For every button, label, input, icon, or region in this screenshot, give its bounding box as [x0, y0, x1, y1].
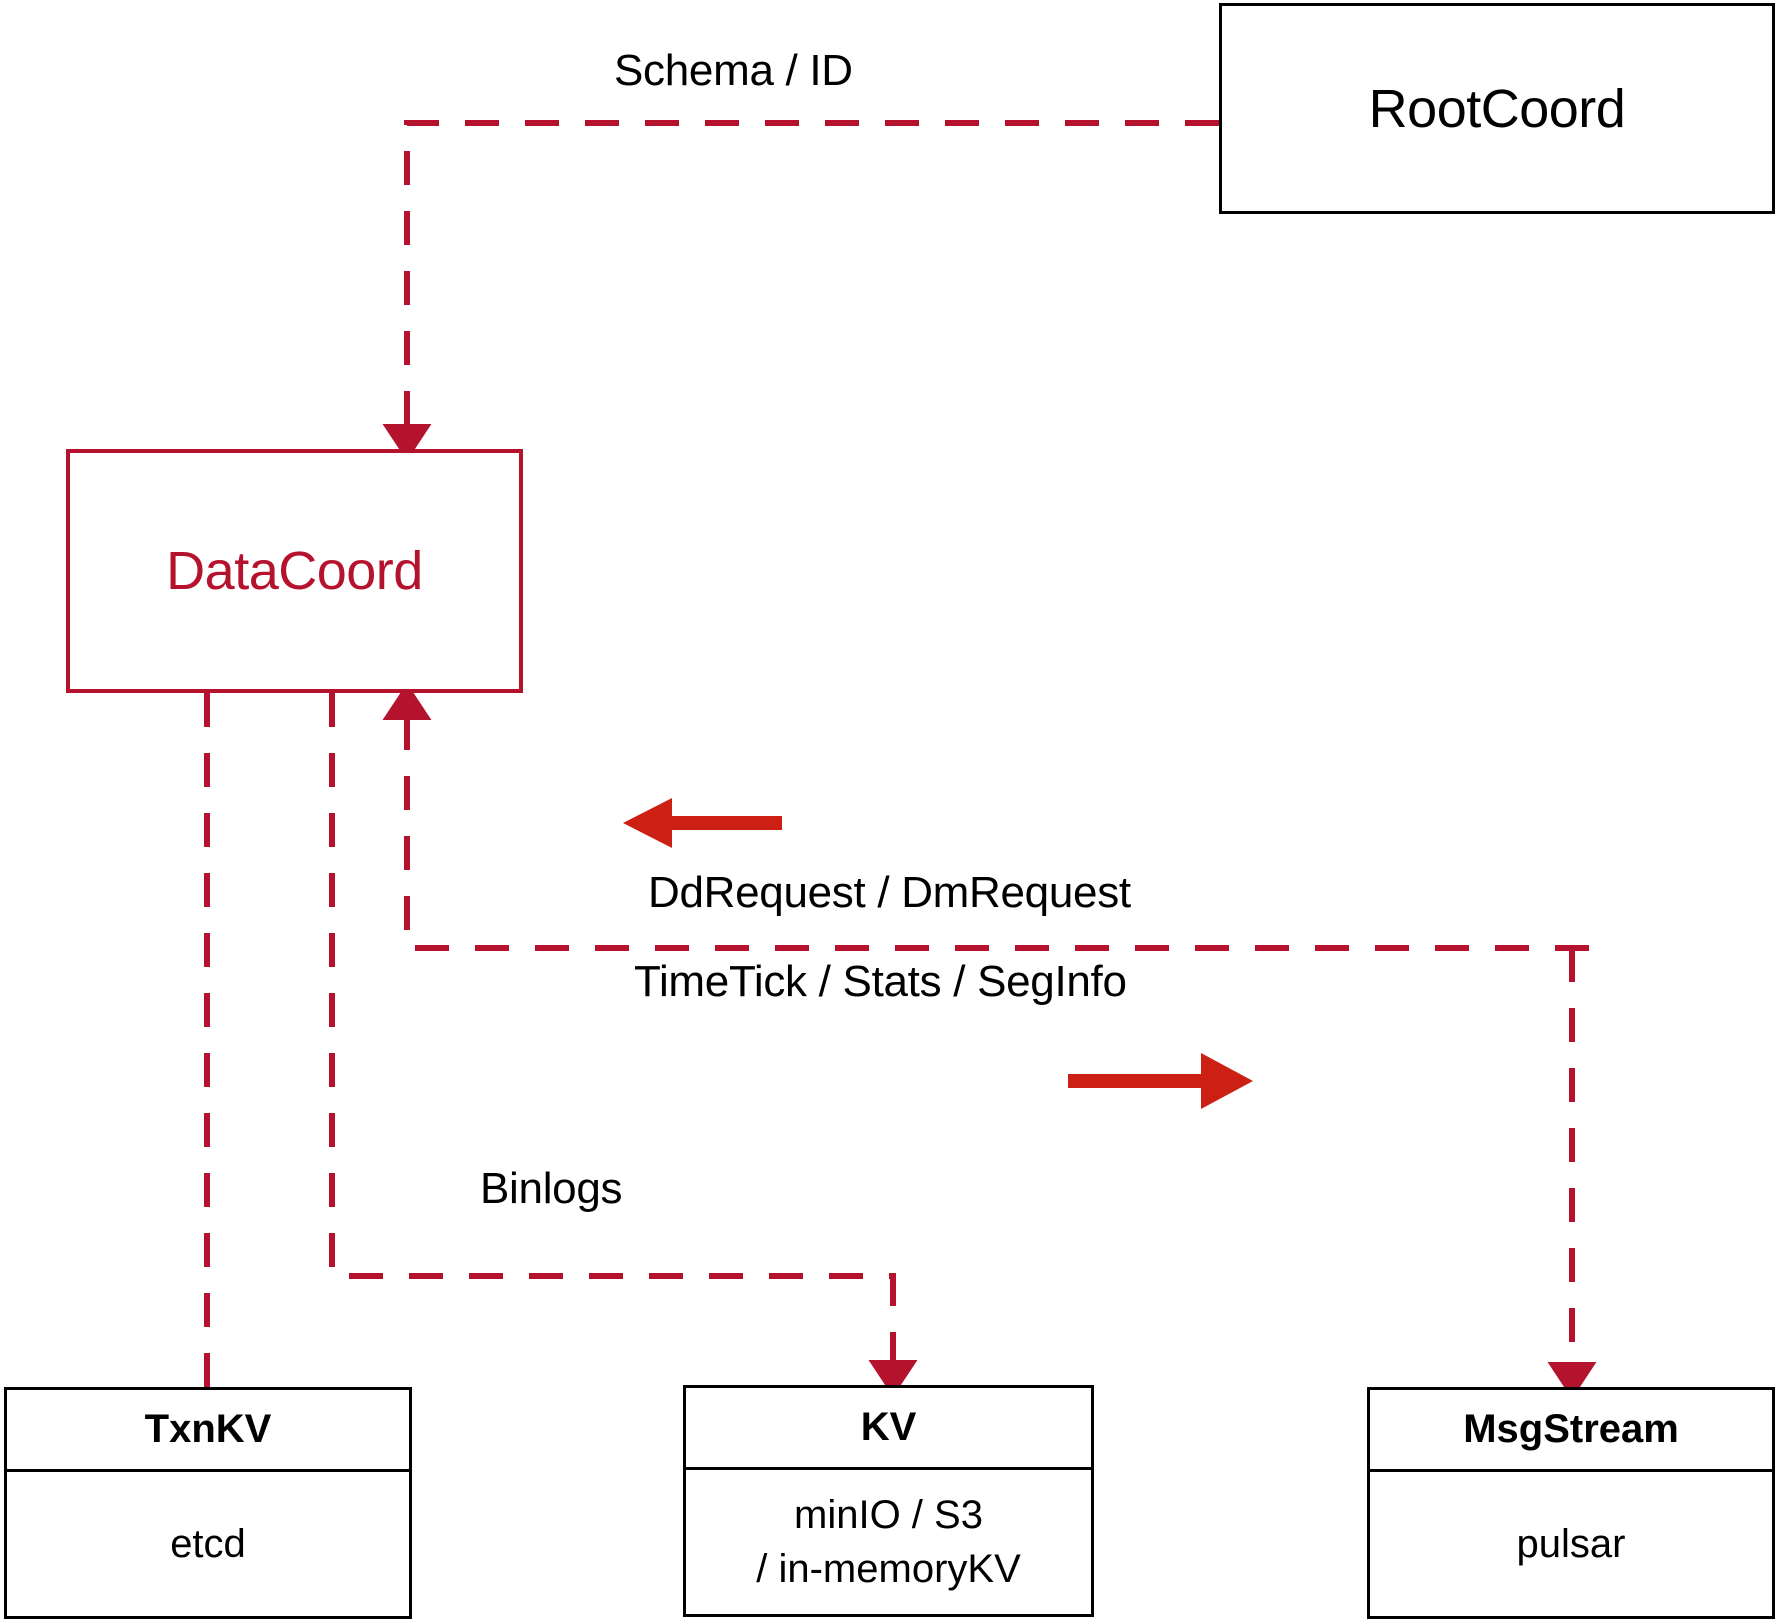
node-kv[interactable]: KV minIO / S3 / in-memoryKV: [683, 1385, 1094, 1617]
node-msgstream-body: pulsar: [1370, 1472, 1772, 1616]
node-msgstream-body-line: pulsar: [1516, 1522, 1626, 1566]
node-datacoord[interactable]: DataCoord: [66, 449, 523, 693]
node-kv-body-line: / in-memoryKV: [756, 1547, 1021, 1591]
node-txnkv-body-line: etcd: [170, 1522, 246, 1566]
node-txnkv-header: TxnKV: [7, 1390, 409, 1472]
inbound-flow-arrow: [623, 798, 782, 848]
node-rootcoord[interactable]: RootCoord: [1219, 3, 1775, 214]
node-datacoord-label: DataCoord: [166, 541, 423, 601]
node-kv-body-line: minIO / S3: [794, 1493, 983, 1537]
outbound-flow-arrow: [1068, 1053, 1253, 1109]
edge-label-schema-id: Schema / ID: [614, 46, 853, 95]
edge-label-dd-dm-request: DdRequest / DmRequest: [648, 868, 1131, 917]
edge-rootcoord-to-datacoord: [382, 120, 1219, 461]
node-kv-header: KV: [686, 1388, 1091, 1470]
edge-label-binlogs: Binlogs: [480, 1164, 623, 1213]
node-txnkv-body: etcd: [7, 1472, 409, 1616]
edge-label-timetick-stats-seginfo: TimeTick / Stats / SegInfo: [634, 957, 1127, 1006]
node-msgstream[interactable]: MsgStream pulsar: [1367, 1387, 1775, 1619]
node-kv-body: minIO / S3 / in-memoryKV: [686, 1470, 1091, 1614]
node-txnkv[interactable]: TxnKV etcd: [4, 1387, 412, 1619]
node-msgstream-header: MsgStream: [1370, 1390, 1772, 1472]
node-rootcoord-label: RootCoord: [1368, 78, 1626, 139]
edge-msgstream-to-datacoord: [382, 683, 1589, 951]
edge-datacoord-to-kv: [329, 693, 918, 1397]
